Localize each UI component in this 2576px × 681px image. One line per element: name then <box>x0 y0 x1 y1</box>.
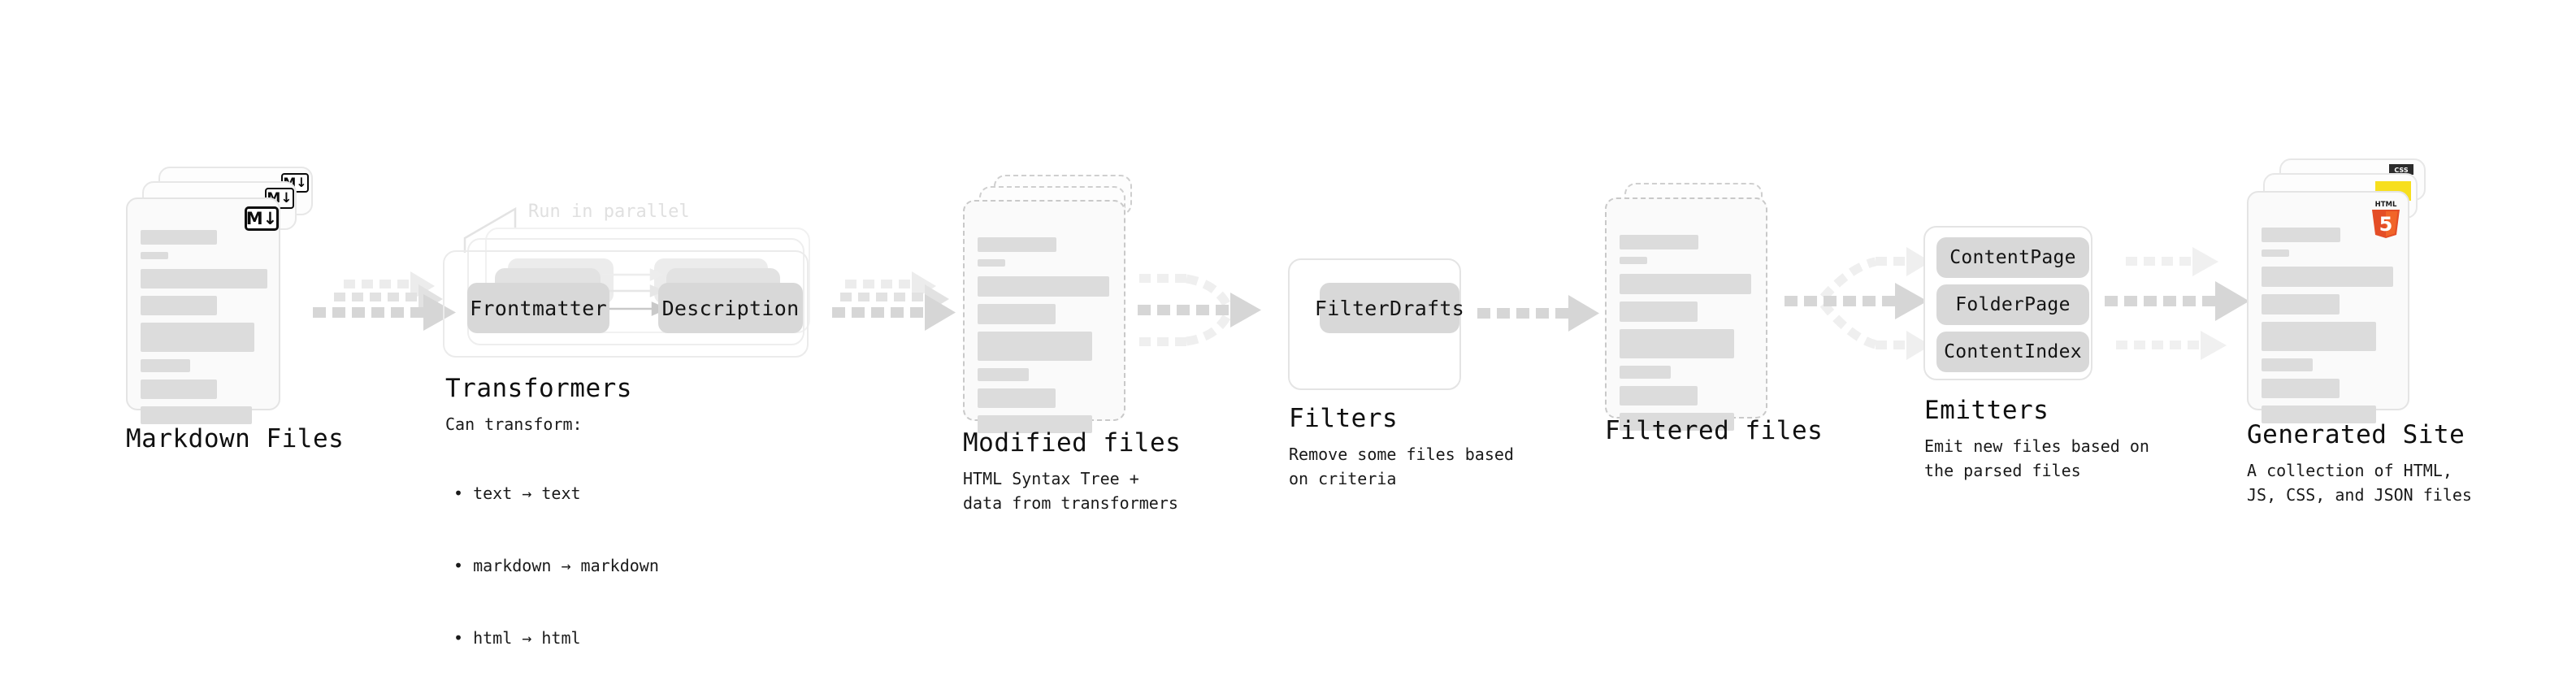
chip-contentindex[interactable]: ContentIndex <box>1936 332 2089 372</box>
chip-folderpage[interactable]: FolderPage <box>1936 284 2089 325</box>
arrow-transformers-to-modified <box>832 271 956 331</box>
svg-text:5: 5 <box>2379 213 2393 236</box>
emitters-subtitle: Emit new files based on the parsed files <box>1924 436 2149 480</box>
modified-files-stack <box>963 175 1142 433</box>
transformers-caption: Can transform: <box>445 414 583 434</box>
markdown-placeholder-lines <box>141 230 267 432</box>
run-in-parallel-label: Run in parallel <box>528 202 690 222</box>
transformers-bullet-markdown: • markdown → markdown <box>453 555 659 575</box>
run-in-parallel-bracket <box>463 206 517 253</box>
filtered-files-title: Filtered files <box>1605 416 1824 445</box>
transformers-bullet-text: • text → text <box>453 484 581 504</box>
markdown-files-title: Markdown Files <box>126 424 345 453</box>
filters-title: Filters <box>1289 404 1399 433</box>
transformers-group: Frontmatter Description <box>443 228 825 358</box>
arrow-emitters-to-generated <box>2105 247 2249 360</box>
generated-placeholder-lines <box>2262 228 2393 431</box>
filtered-placeholder-lines <box>1620 235 1751 438</box>
arrow-markdown-to-transformers <box>313 271 456 331</box>
generated-site-stack: CSS HTML 5 <box>2247 158 2450 423</box>
svg-text:CSS: CSS <box>2394 167 2408 174</box>
markdown-icon-front: M↓ <box>245 206 279 231</box>
transformers-title: Transformers <box>445 374 632 403</box>
transformers-bullets: • text → text • markdown → markdown • ht… <box>453 434 659 681</box>
arrow-filters-to-filtered <box>1477 295 1599 332</box>
html5-icon: HTML 5 <box>2372 201 2400 238</box>
chip-contentpage[interactable]: ContentPage <box>1936 237 2089 278</box>
filters-subtitle: Remove some files based on criteria <box>1289 445 1514 488</box>
svg-text:HTML: HTML <box>2375 201 2397 209</box>
transformers-bullet-html: • html → html <box>453 627 581 648</box>
chip-frontmatter[interactable]: Frontmatter <box>467 283 609 333</box>
modified-files-title: Modified files <box>963 428 1182 458</box>
chip-filterdrafts[interactable]: FilterDrafts <box>1315 283 1464 333</box>
transformers-frame-front <box>443 250 809 358</box>
chip-description[interactable]: Description <box>658 283 803 333</box>
arrow-filtered-to-emitters <box>1785 247 1931 360</box>
modified-placeholder-lines <box>978 237 1109 440</box>
transformers-frame-back <box>485 228 810 333</box>
arrow-modified-to-filters <box>1138 274 1261 346</box>
filtered-files-stack <box>1605 183 1784 431</box>
generated-site-title: Generated Site <box>2247 420 2465 449</box>
markdown-files-stack: M↓ M↓ M↓ <box>126 167 313 424</box>
generated-site-subtitle: A collection of HTML, JS, CSS, and JSON … <box>2247 461 2472 505</box>
modified-files-subtitle: HTML Syntax Tree + data from transformer… <box>963 469 1178 513</box>
emitters-title: Emitters <box>1924 396 2049 425</box>
